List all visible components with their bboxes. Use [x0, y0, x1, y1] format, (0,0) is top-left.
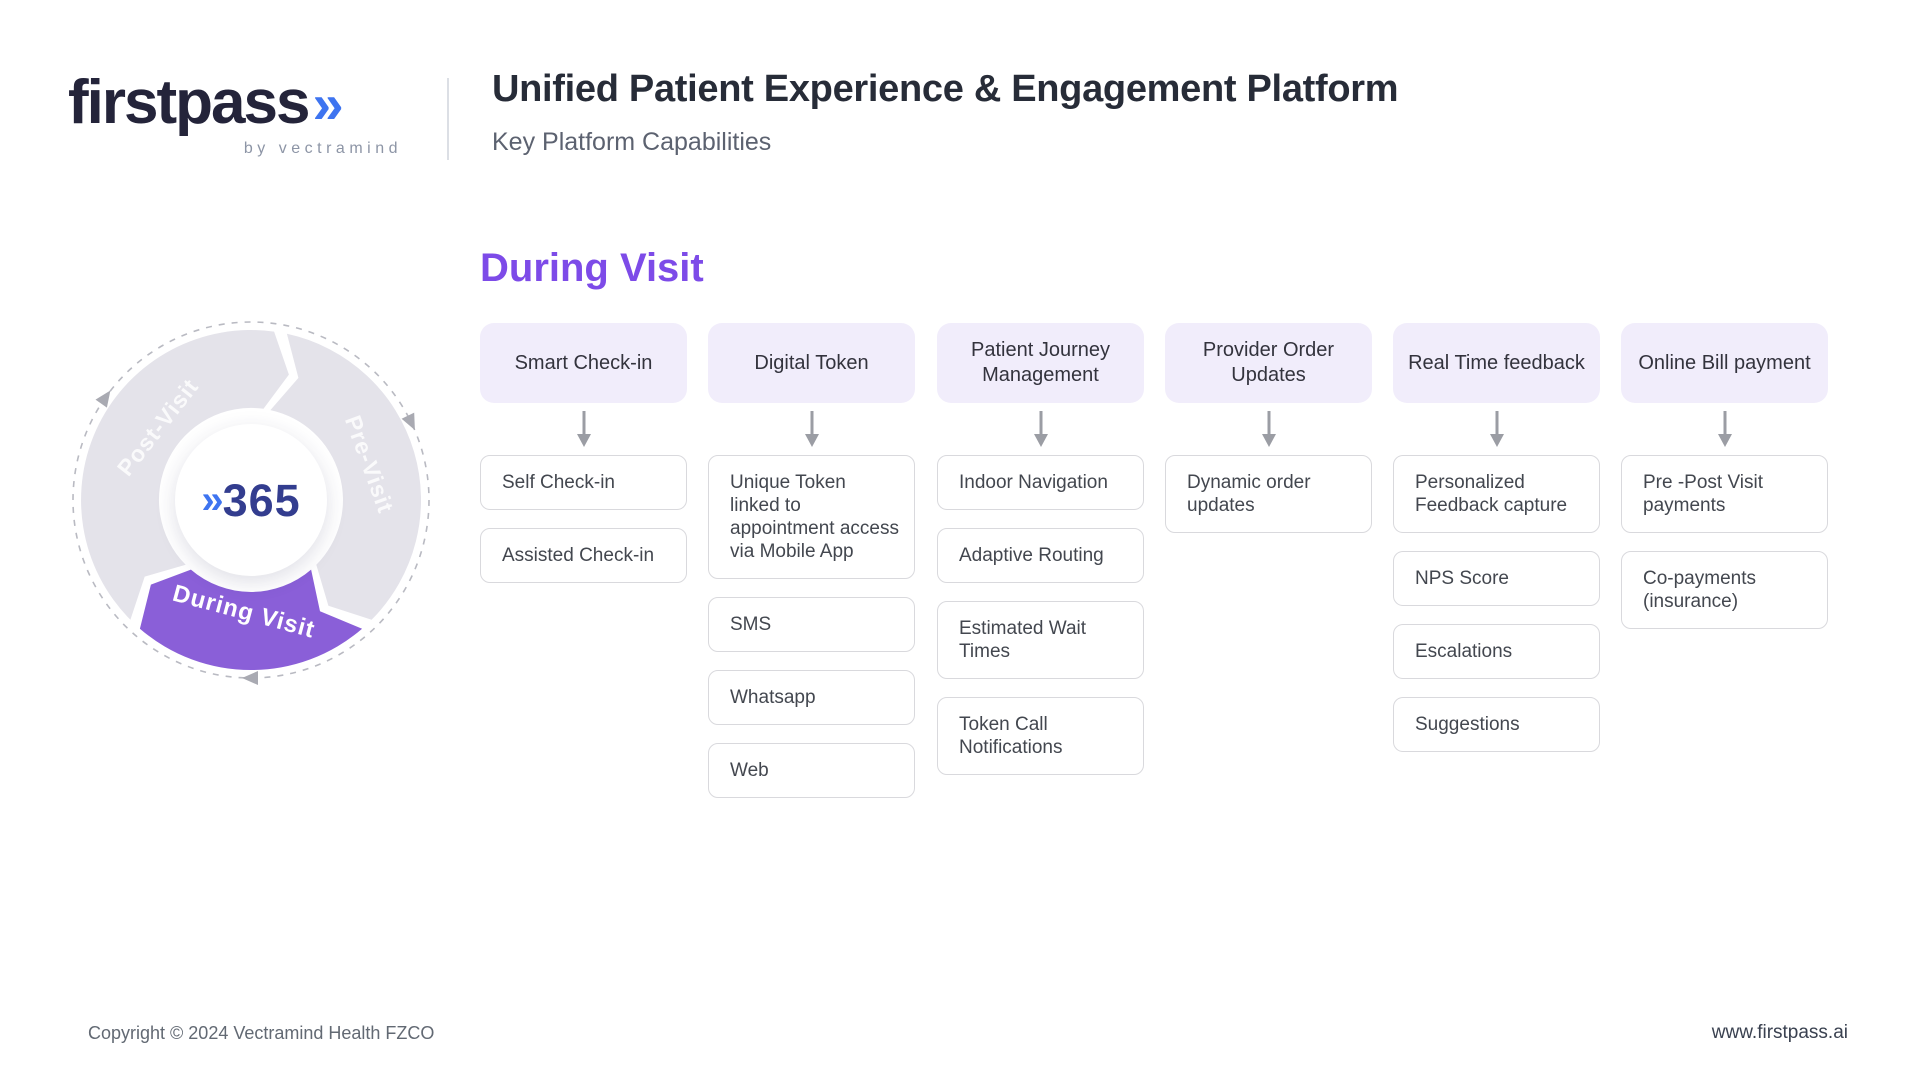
capability-card: Assisted Check-in	[480, 528, 687, 583]
footer-website: www.firstpass.ai	[1711, 1022, 1848, 1043]
page-subtitle: Key Platform Capabilities	[492, 128, 772, 156]
capability-card: Co-payments (insurance)	[1621, 551, 1828, 629]
capability-card: Unique Token linked to appointment acces…	[708, 455, 915, 579]
cycle-dashed-ring	[72, 321, 430, 679]
column-header: Real Time feedback	[1393, 323, 1600, 403]
ring-arrow-icon	[95, 390, 111, 408]
logo-text: firstpass	[68, 68, 310, 137]
capability-card: Estimated Wait Times	[937, 601, 1144, 679]
logo-chevrons-icon: »	[312, 72, 343, 135]
capability-card: Whatsapp	[708, 670, 915, 725]
section-heading: During Visit	[480, 246, 704, 290]
page-title: Unified Patient Experience & Engagement …	[492, 68, 1399, 110]
cycle-diagram: Pre-Visit Post-Visit During Visit » 365	[51, 300, 451, 700]
cycle-center-badge: » 365	[175, 424, 327, 576]
down-arrow-icon	[1165, 403, 1372, 455]
capability-card: NPS Score	[1393, 551, 1600, 606]
column-header: Online Bill payment	[1621, 323, 1828, 403]
down-arrow-icon	[708, 403, 915, 455]
capability-column-digital-token: Digital Token Unique Token linked to app…	[708, 323, 915, 798]
capability-column-patient-journey: Patient Journey Management Indoor Naviga…	[937, 323, 1144, 775]
down-arrow-icon	[937, 403, 1144, 455]
capability-card: Indoor Navigation	[937, 455, 1144, 510]
segment-pre-visit	[270, 333, 422, 620]
capability-card: Web	[708, 743, 915, 798]
segment-during-visit	[139, 569, 363, 671]
capability-card: Suggestions	[1393, 697, 1600, 752]
cycle-rings: Pre-Visit Post-Visit During Visit	[72, 321, 430, 685]
column-header: Provider Order Updates	[1165, 323, 1372, 403]
capability-column-provider-orders: Provider Order Updates Dynamic order upd…	[1165, 323, 1372, 533]
ring-arrow-icon	[242, 671, 258, 685]
footer-copyright: Copyright © 2024 Vectramind Health FZCO	[88, 1023, 435, 1043]
ring-arrow-icon	[401, 412, 415, 431]
down-arrow-icon	[480, 403, 687, 455]
capability-column-real-time-feedback: Real Time feedback Personalized Feedback…	[1393, 323, 1600, 752]
capability-card: Adaptive Routing	[937, 528, 1144, 583]
logo-tagline: by vectramind	[243, 140, 402, 157]
capability-card: SMS	[708, 597, 915, 652]
center-label: 365	[222, 474, 301, 526]
capability-column-online-bill: Online Bill payment Pre -Post Visit paym…	[1621, 323, 1828, 629]
segment-post-visit	[81, 330, 289, 620]
header-divider	[447, 78, 449, 160]
down-arrow-icon	[1621, 403, 1828, 455]
capability-card: Token Call Notifications	[937, 697, 1144, 775]
capability-card: Dynamic order updates	[1165, 455, 1372, 533]
column-header: Smart Check-in	[480, 323, 687, 403]
center-chevrons-icon: »	[201, 478, 223, 522]
capability-card: Personalized Feedback capture	[1393, 455, 1600, 533]
column-header: Digital Token	[708, 323, 915, 403]
capability-column-smart-check-in: Smart Check-in Self Check-in Assisted Ch…	[480, 323, 687, 583]
down-arrow-icon	[1393, 403, 1600, 455]
logo: firstpass» by vectramind	[68, 72, 404, 158]
capability-card: Escalations	[1393, 624, 1600, 679]
column-header: Patient Journey Management	[937, 323, 1144, 403]
capability-card: Pre -Post Visit payments	[1621, 455, 1828, 533]
capability-card: Self Check-in	[480, 455, 687, 510]
